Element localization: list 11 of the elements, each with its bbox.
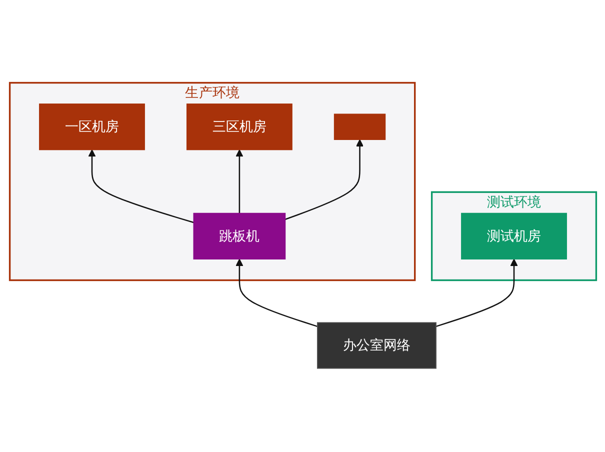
node-box: 三区机房 (186, 104, 292, 151)
node-box (333, 114, 386, 140)
arrow (235, 150, 243, 214)
node-box: 办公室网络 (316, 322, 436, 370)
node-box: 一区机房 (38, 104, 144, 151)
arrow (284, 140, 363, 220)
arrow (235, 259, 318, 328)
node-box: 跳板机 (192, 213, 286, 260)
arrow (88, 150, 194, 224)
arrow (435, 259, 518, 328)
node-box: 测试机房 (460, 213, 566, 260)
